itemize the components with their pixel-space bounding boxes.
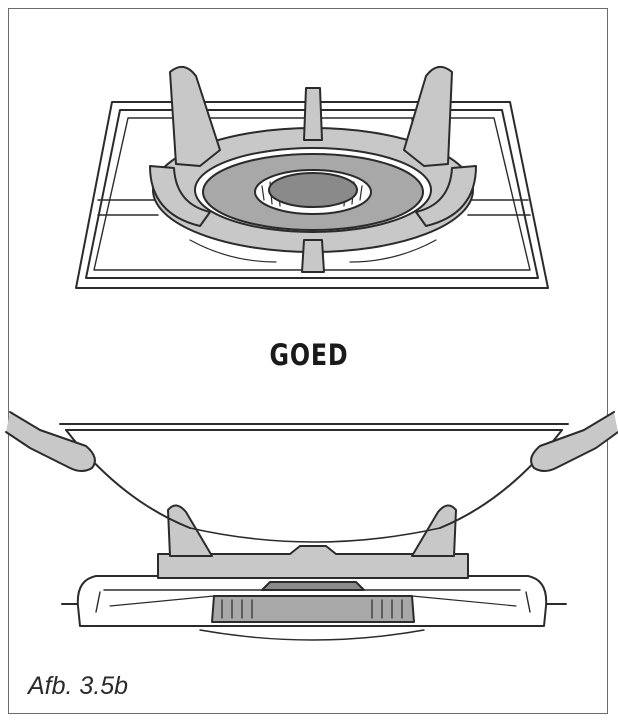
side-prong-left [167, 504, 213, 557]
wok-rim [59, 423, 569, 431]
grate-frame-inner [85, 109, 539, 279]
support-prong-front [301, 239, 325, 273]
wok-body [65, 429, 563, 529]
support-prong-back [303, 87, 323, 141]
support-prong-right [403, 65, 453, 167]
status-label-good: GOED [269, 338, 349, 372]
wok-handle-left [5, 411, 96, 472]
support-prong-left [169, 65, 221, 167]
support-rail [157, 545, 469, 579]
top-hob-illustration [75, 65, 549, 289]
bottom-side-view [5, 411, 618, 641]
figure-caption: Afb. 3.5b [28, 672, 129, 700]
burner-side [211, 595, 415, 623]
side-prong-right [411, 504, 457, 557]
burner-cap [268, 172, 358, 208]
grate-bars [97, 117, 531, 216]
wok-handle-right [530, 411, 618, 472]
